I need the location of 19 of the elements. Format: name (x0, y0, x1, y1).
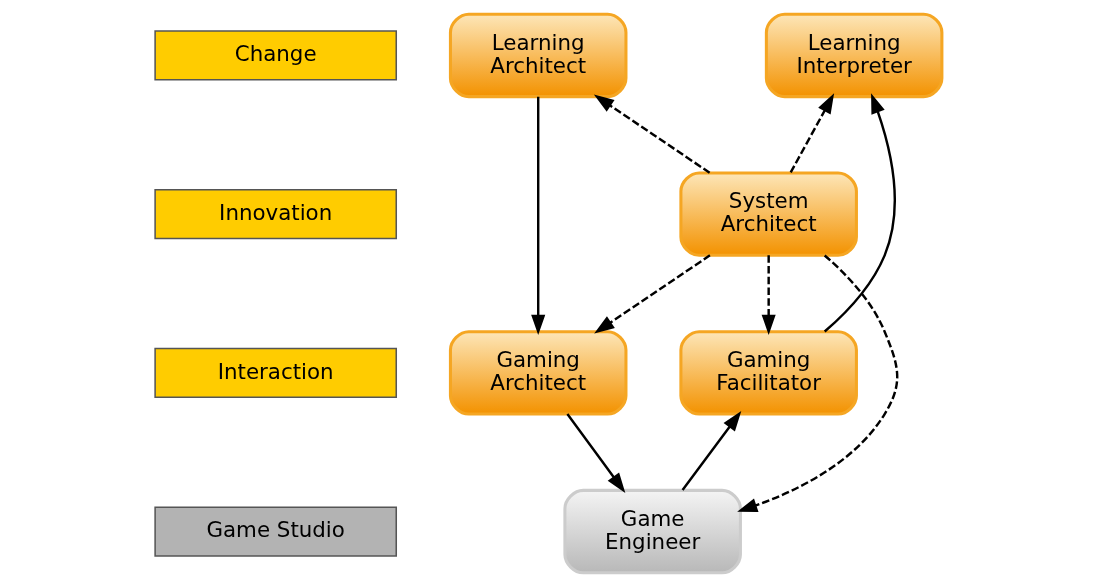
arrow (565, 413, 625, 493)
node-box: Game Engineer (562, 488, 742, 575)
node-box: Gaming Facilitator (678, 330, 858, 416)
node-box: Change (153, 30, 397, 81)
node-box: Learning Architect (448, 12, 627, 99)
arrow (789, 93, 834, 174)
node-box: Innovation (153, 188, 397, 240)
node-box: System Architect (678, 171, 858, 257)
arrow (593, 94, 710, 174)
arrow (681, 411, 741, 491)
node-box: Interaction (153, 347, 397, 399)
node-box: Game Studio (153, 506, 397, 557)
arrow (530, 96, 545, 336)
node-box: Gaming Architect (448, 330, 627, 416)
arrow (761, 255, 776, 335)
arrow (736, 254, 898, 512)
node-box: Learning Interpreter (764, 12, 943, 99)
arrow (823, 93, 896, 333)
arrow (593, 254, 711, 334)
